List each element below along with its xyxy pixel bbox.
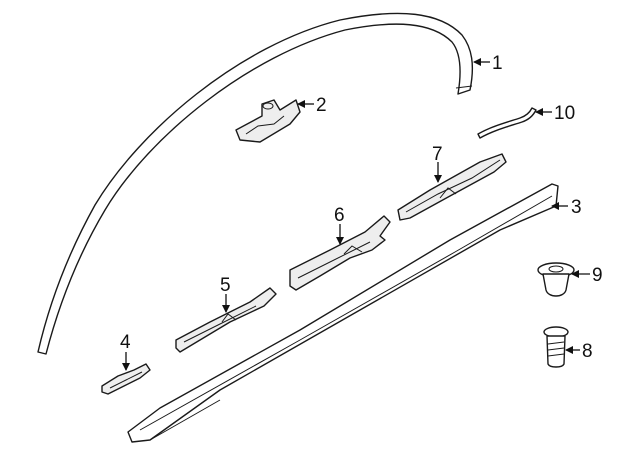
callout-7[interactable]: 7: [432, 144, 443, 165]
part-7-moulding-bracket[interactable]: [397, 153, 507, 221]
callout-10[interactable]: 10: [554, 103, 575, 124]
callout-5[interactable]: 5: [220, 275, 231, 296]
leader-lines: [122, 58, 590, 371]
part-5-moulding-bracket[interactable]: [175, 287, 277, 353]
callout-9[interactable]: 9: [592, 265, 603, 286]
callout-labels: 1 2 3 4 5 6 7 8 9 10: [120, 53, 603, 362]
part-8-screw[interactable]: [543, 326, 569, 368]
callout-6[interactable]: 6: [334, 205, 345, 226]
callout-1[interactable]: 1: [492, 53, 503, 74]
callout-2[interactable]: 2: [316, 95, 327, 116]
part-2-bracket[interactable]: [235, 99, 301, 143]
part-4-clip[interactable]: [101, 363, 151, 395]
part-10-seal-strip[interactable]: [477, 107, 537, 139]
callout-8[interactable]: 8: [582, 341, 593, 362]
part-1-roof-moulding[interactable]: [37, 12, 474, 355]
callout-3[interactable]: 3: [571, 197, 582, 218]
callout-4[interactable]: 4: [120, 332, 131, 353]
part-9-push-fastener[interactable]: [537, 262, 575, 297]
part-6-moulding-bracket[interactable]: [289, 215, 391, 291]
